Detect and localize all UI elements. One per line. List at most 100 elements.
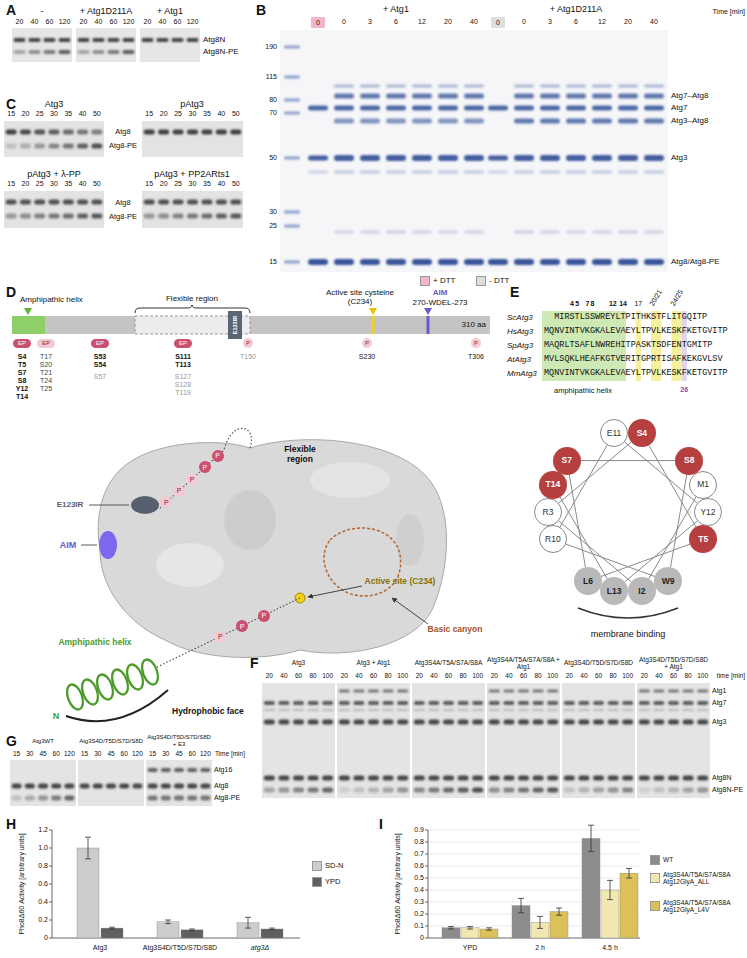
- axis-tick: 0: [44, 934, 48, 942]
- gel-band: [308, 171, 328, 174]
- gel-band: [489, 720, 500, 725]
- band-label: Atg7: [671, 103, 687, 112]
- node-text: P: [177, 487, 182, 494]
- text-label: pAtg3 + PP2ARts1: [154, 169, 229, 179]
- gel-band: [187, 130, 198, 135]
- gel-band: [123, 50, 135, 54]
- node-text: R10: [545, 535, 561, 544]
- time-point: 20: [16, 18, 24, 26]
- species-name: AtAtg3: [507, 355, 531, 364]
- gel-panel: [262, 683, 335, 798]
- gel-band: [464, 171, 484, 174]
- gel-band: [564, 776, 575, 781]
- gel-band: [51, 796, 61, 801]
- bar: [461, 928, 479, 938]
- gel-band: [540, 231, 560, 234]
- aim-patch: [99, 531, 117, 559]
- gel-band: [386, 106, 406, 111]
- gel-band: [187, 200, 198, 205]
- error-cap: [588, 851, 594, 852]
- gel-band: [353, 788, 364, 793]
- gel-band: [360, 231, 380, 234]
- residue-number: 26: [680, 386, 688, 394]
- gel-band: [368, 720, 379, 725]
- gel-band: [540, 171, 560, 174]
- gel-panel: [142, 191, 243, 228]
- gel-band: [412, 155, 432, 161]
- gel-band: [697, 690, 708, 693]
- error-cap: [607, 880, 613, 881]
- gel-band: [644, 119, 664, 124]
- gel-band: [653, 720, 664, 725]
- gel-band: [38, 796, 48, 801]
- gel-band: [91, 200, 102, 205]
- gel-band: [488, 259, 508, 265]
- gel-band: [383, 788, 394, 793]
- axis-tick-mark: [49, 920, 52, 921]
- gel-band: [339, 776, 350, 781]
- gel-band: [503, 720, 514, 725]
- gel-band: [80, 784, 90, 789]
- gel-band: [386, 85, 406, 88]
- time-point: 80: [309, 672, 316, 679]
- phospho-circle: P: [362, 338, 372, 348]
- axis-tick: 0.6: [414, 862, 424, 870]
- gel-band: [566, 155, 586, 161]
- node-text: EP: [42, 340, 50, 346]
- gel-band: [464, 119, 484, 124]
- gel-band: [322, 709, 333, 711]
- gel-band: [644, 85, 664, 88]
- time-point: 60: [670, 672, 677, 679]
- text-label: Active site cysteine (C234): [322, 288, 398, 306]
- band-label: Atg8: [214, 782, 228, 790]
- text-label: Atg3: [93, 944, 107, 952]
- gel-band: [639, 776, 650, 781]
- time-point: 25: [36, 110, 44, 118]
- wheel-connector: [569, 474, 585, 567]
- coil-turn: [64, 682, 86, 711]
- sequence: MQNVINTVKGKALEVAEYLTPVLKESKFKETGVITP: [544, 327, 728, 337]
- e123ir-patch: [131, 496, 159, 514]
- gel-band: [368, 701, 379, 705]
- time-point: 60: [121, 750, 128, 757]
- gel-band: [63, 214, 74, 219]
- gel-band: [293, 720, 304, 725]
- gel-band: [578, 776, 589, 781]
- gel-band: [161, 768, 171, 772]
- node-text: P: [202, 464, 207, 471]
- y-axis: [428, 830, 429, 938]
- panel-letter: G: [6, 733, 17, 749]
- gel-band: [518, 701, 529, 705]
- gel-band: [108, 38, 120, 42]
- error-cap: [109, 929, 115, 930]
- gel-band: [360, 171, 380, 174]
- legend-swatch: [650, 855, 660, 865]
- panel-letter: D: [6, 284, 16, 300]
- gel-band: [308, 701, 319, 705]
- gel-band: [443, 709, 454, 711]
- site-list: S53 S54: [92, 353, 108, 369]
- axis-tick: 0.3: [414, 898, 424, 906]
- time-point: 60: [370, 672, 377, 679]
- panel-letter: E: [510, 284, 519, 300]
- gel-band: [230, 200, 241, 205]
- gel-band: [489, 701, 500, 705]
- time-point: 25: [174, 110, 182, 118]
- gel-band: [49, 200, 60, 205]
- time-point: 20: [22, 110, 30, 118]
- text-label: Flexible region: [274, 445, 326, 465]
- axis-tick-mark: [425, 926, 428, 927]
- gel-band: [264, 776, 275, 781]
- phospho-circle: P: [236, 620, 248, 632]
- gel-band: [264, 788, 275, 793]
- time-point: 60: [445, 672, 452, 679]
- residue-number: 7: [585, 300, 589, 308]
- gel-band: [44, 38, 56, 42]
- wheel-residue: L13: [600, 577, 628, 605]
- gel-band: [458, 709, 469, 711]
- gel-band: [397, 788, 408, 793]
- error-cap: [626, 878, 632, 879]
- time-point: 80: [384, 672, 391, 679]
- gel-band: [14, 50, 26, 54]
- gel-band: [201, 214, 212, 219]
